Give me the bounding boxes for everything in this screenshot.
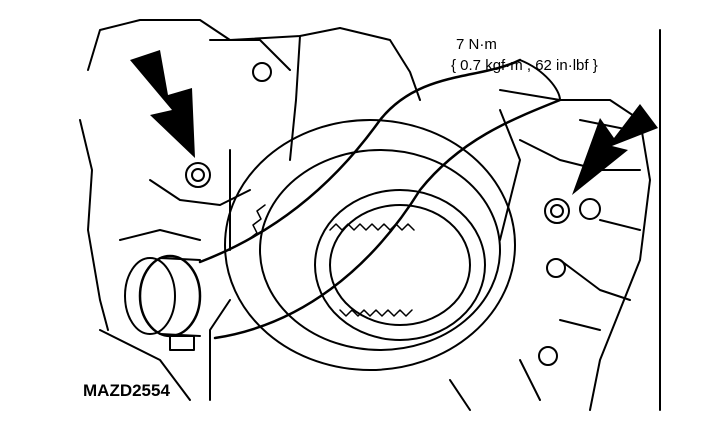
figure-id-label: MAZD2554: [83, 381, 170, 400]
engine-block: [79, 19, 661, 411]
arrow-right-icon: [572, 104, 658, 195]
hose-clamp: [124, 254, 202, 351]
indicator-arrows: [130, 50, 658, 195]
coolant-hose: [198, 58, 562, 340]
bolt-upper-left: [252, 62, 272, 82]
bolt-lower-right: [538, 198, 601, 366]
bolt-right: [544, 198, 570, 224]
torque-spec-conversions: { 0.7 kgf·m , 62 in·lbf }: [451, 57, 598, 74]
arrow-left-icon: [130, 50, 195, 158]
bolt-left: [185, 162, 211, 188]
timing-belt: [224, 119, 516, 371]
torque-spec-nm: 7 N·m: [456, 36, 497, 53]
